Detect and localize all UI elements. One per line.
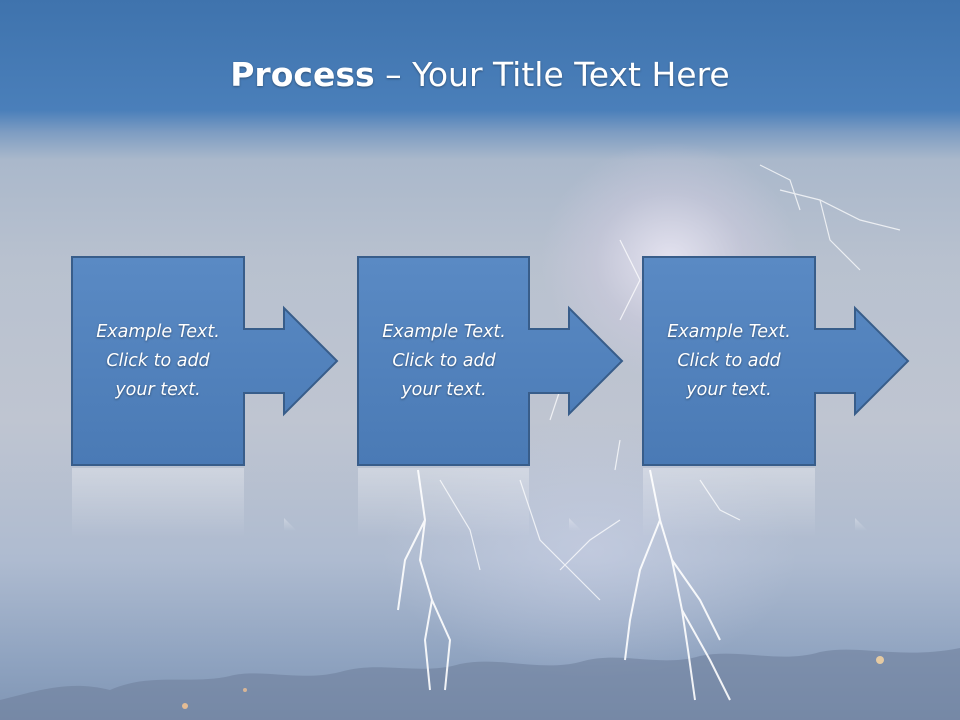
title-bold-text: Process xyxy=(230,55,375,94)
process-step-3[interactable]: Example Text. Click to add your text. xyxy=(642,256,912,471)
step-text[interactable]: Example Text. Click to add your text. xyxy=(382,321,506,400)
slide-title[interactable]: Process – Your Title Text Here xyxy=(0,52,960,98)
process-step-2[interactable]: Example Text. Click to add your text. xyxy=(357,256,627,471)
process-step-1[interactable]: Example Text. Click to add your text. xyxy=(71,256,341,471)
title-dash: – xyxy=(374,55,413,94)
right-arrow-icon xyxy=(642,256,910,466)
step-text[interactable]: Example Text. Click to add your text. xyxy=(96,321,220,400)
step-reflection xyxy=(357,468,627,538)
title-rest-text: Your Title Text Here xyxy=(412,55,730,94)
step-reflection xyxy=(642,468,912,538)
right-arrow-icon xyxy=(71,256,339,466)
right-arrow-icon xyxy=(357,256,624,466)
step-text[interactable]: Example Text. Click to add your text. xyxy=(667,321,791,400)
step-reflection xyxy=(71,468,341,538)
